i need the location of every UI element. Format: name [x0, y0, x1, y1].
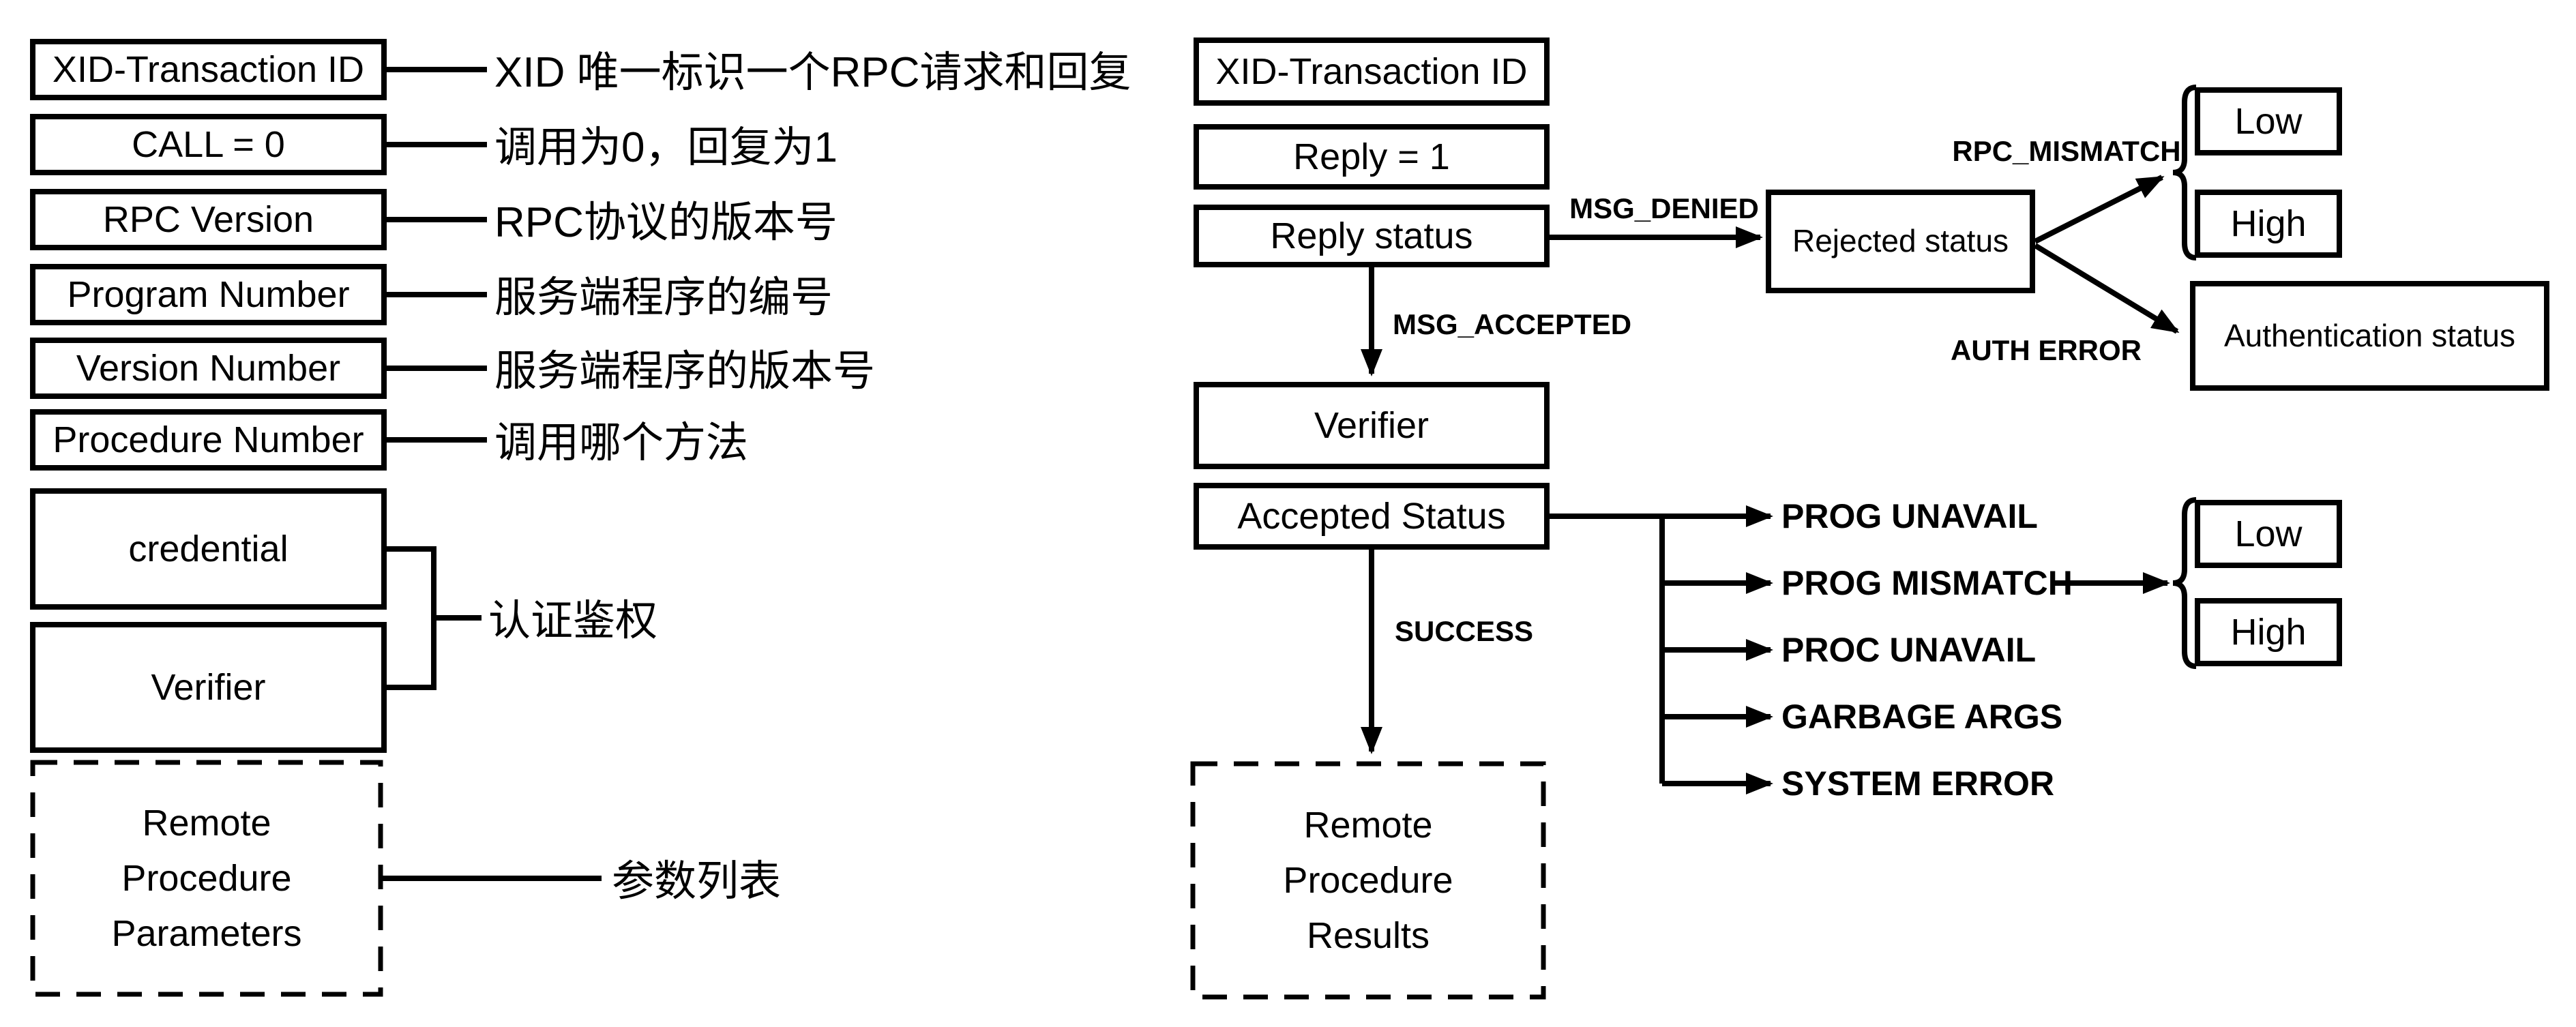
verifier-box-reply: Verifier — [1194, 382, 1550, 469]
parameters-line-3: Parameters — [111, 912, 302, 954]
annotation-version-number: 服务端程序的版本号 — [494, 348, 876, 396]
accepted-status-item-system-error: SYSTEM ERROR — [1781, 764, 2055, 803]
edge-label-msg-accepted: MSG_ACCEPTED — [1393, 308, 1632, 340]
edge-label-rpc-mismatch: RPC_MISMATCH — [1952, 135, 2181, 167]
credential-box: credential — [30, 488, 387, 610]
edge-label-success: SUCCESS — [1395, 615, 1534, 647]
arrow-rpc-mismatch — [2034, 175, 2165, 244]
annotation-program-number: 服务端程序的编号 — [494, 274, 833, 322]
remote-procedure-results-box: Remote Procedure Results — [1190, 761, 1546, 1000]
results-line-3: Results — [1306, 914, 1430, 956]
accepted-status-item-garbage-args: GARBAGE ARGS — [1781, 698, 2063, 736]
mismatch-low-box: Low — [2195, 500, 2342, 568]
remote-procedure-parameters-box: Remote Procedure Parameters — [30, 760, 383, 997]
call-field-box-xid: XID-Transaction ID — [30, 39, 387, 100]
reply-flag-box: Reply = 1 — [1194, 124, 1550, 190]
brace-mismatch-range — [2172, 497, 2197, 669]
rejected-low-box: Low — [2195, 87, 2342, 155]
brace-rejected-range — [2172, 85, 2197, 261]
edge-label-msg-denied: MSG_DENIED — [1569, 192, 1759, 224]
verifier-box-call: Verifier — [30, 622, 387, 753]
annotation-procedure-number: 调用哪个方法 — [494, 419, 749, 467]
accepted-branch-line — [1550, 514, 1665, 784]
annotation-rpc-version: RPC协议的版本号 — [494, 199, 838, 247]
parameters-line-1: Remote — [142, 802, 271, 844]
annotation-xid: XID 唯一标识一个RPC请求和回复 — [494, 49, 1131, 97]
authentication-status-box: Authentication status — [2190, 281, 2549, 391]
rejected-status-box: Rejected status — [1766, 190, 2035, 293]
accepted-status-box: Accepted Status — [1194, 483, 1550, 550]
call-field-box-procedure-number: Procedure Number — [30, 409, 387, 471]
mismatch-high-box: High — [2195, 598, 2342, 666]
call-field-box-program-number: Program Number — [30, 264, 387, 325]
call-field-box-rpc-version: RPC Version — [30, 189, 387, 250]
results-line-2: Procedure — [1283, 859, 1453, 901]
remote-procedure-parameters-border — [30, 760, 383, 997]
reply-status-box: Reply status — [1194, 205, 1550, 267]
annotation-call: 调用为0，回复为1 — [494, 124, 838, 172]
results-line-1: Remote — [1303, 804, 1433, 846]
reply-xid-box: XID-Transaction ID — [1194, 38, 1550, 106]
accepted-status-item-prog-unavail: PROG UNAVAIL — [1781, 497, 2038, 535]
parameters-line-2: Procedure — [121, 857, 292, 899]
accepted-status-item-proc-unavail: PROC UNAVAIL — [1781, 631, 2037, 669]
annotation-auth: 认证鉴权 — [488, 597, 658, 645]
arrow-auth-error — [2033, 243, 2180, 334]
call-field-box-version-number: Version Number — [30, 338, 387, 399]
rejected-high-box: High — [2195, 190, 2342, 258]
annotation-parameters: 参数列表 — [612, 858, 782, 906]
accepted-status-item-prog-mismatch: PROG MISMATCH — [1781, 564, 2073, 602]
remote-procedure-results-border — [1190, 761, 1546, 1000]
edge-label-auth-error: AUTH ERROR — [1951, 334, 2142, 366]
call-field-box-call: CALL = 0 — [30, 114, 387, 175]
